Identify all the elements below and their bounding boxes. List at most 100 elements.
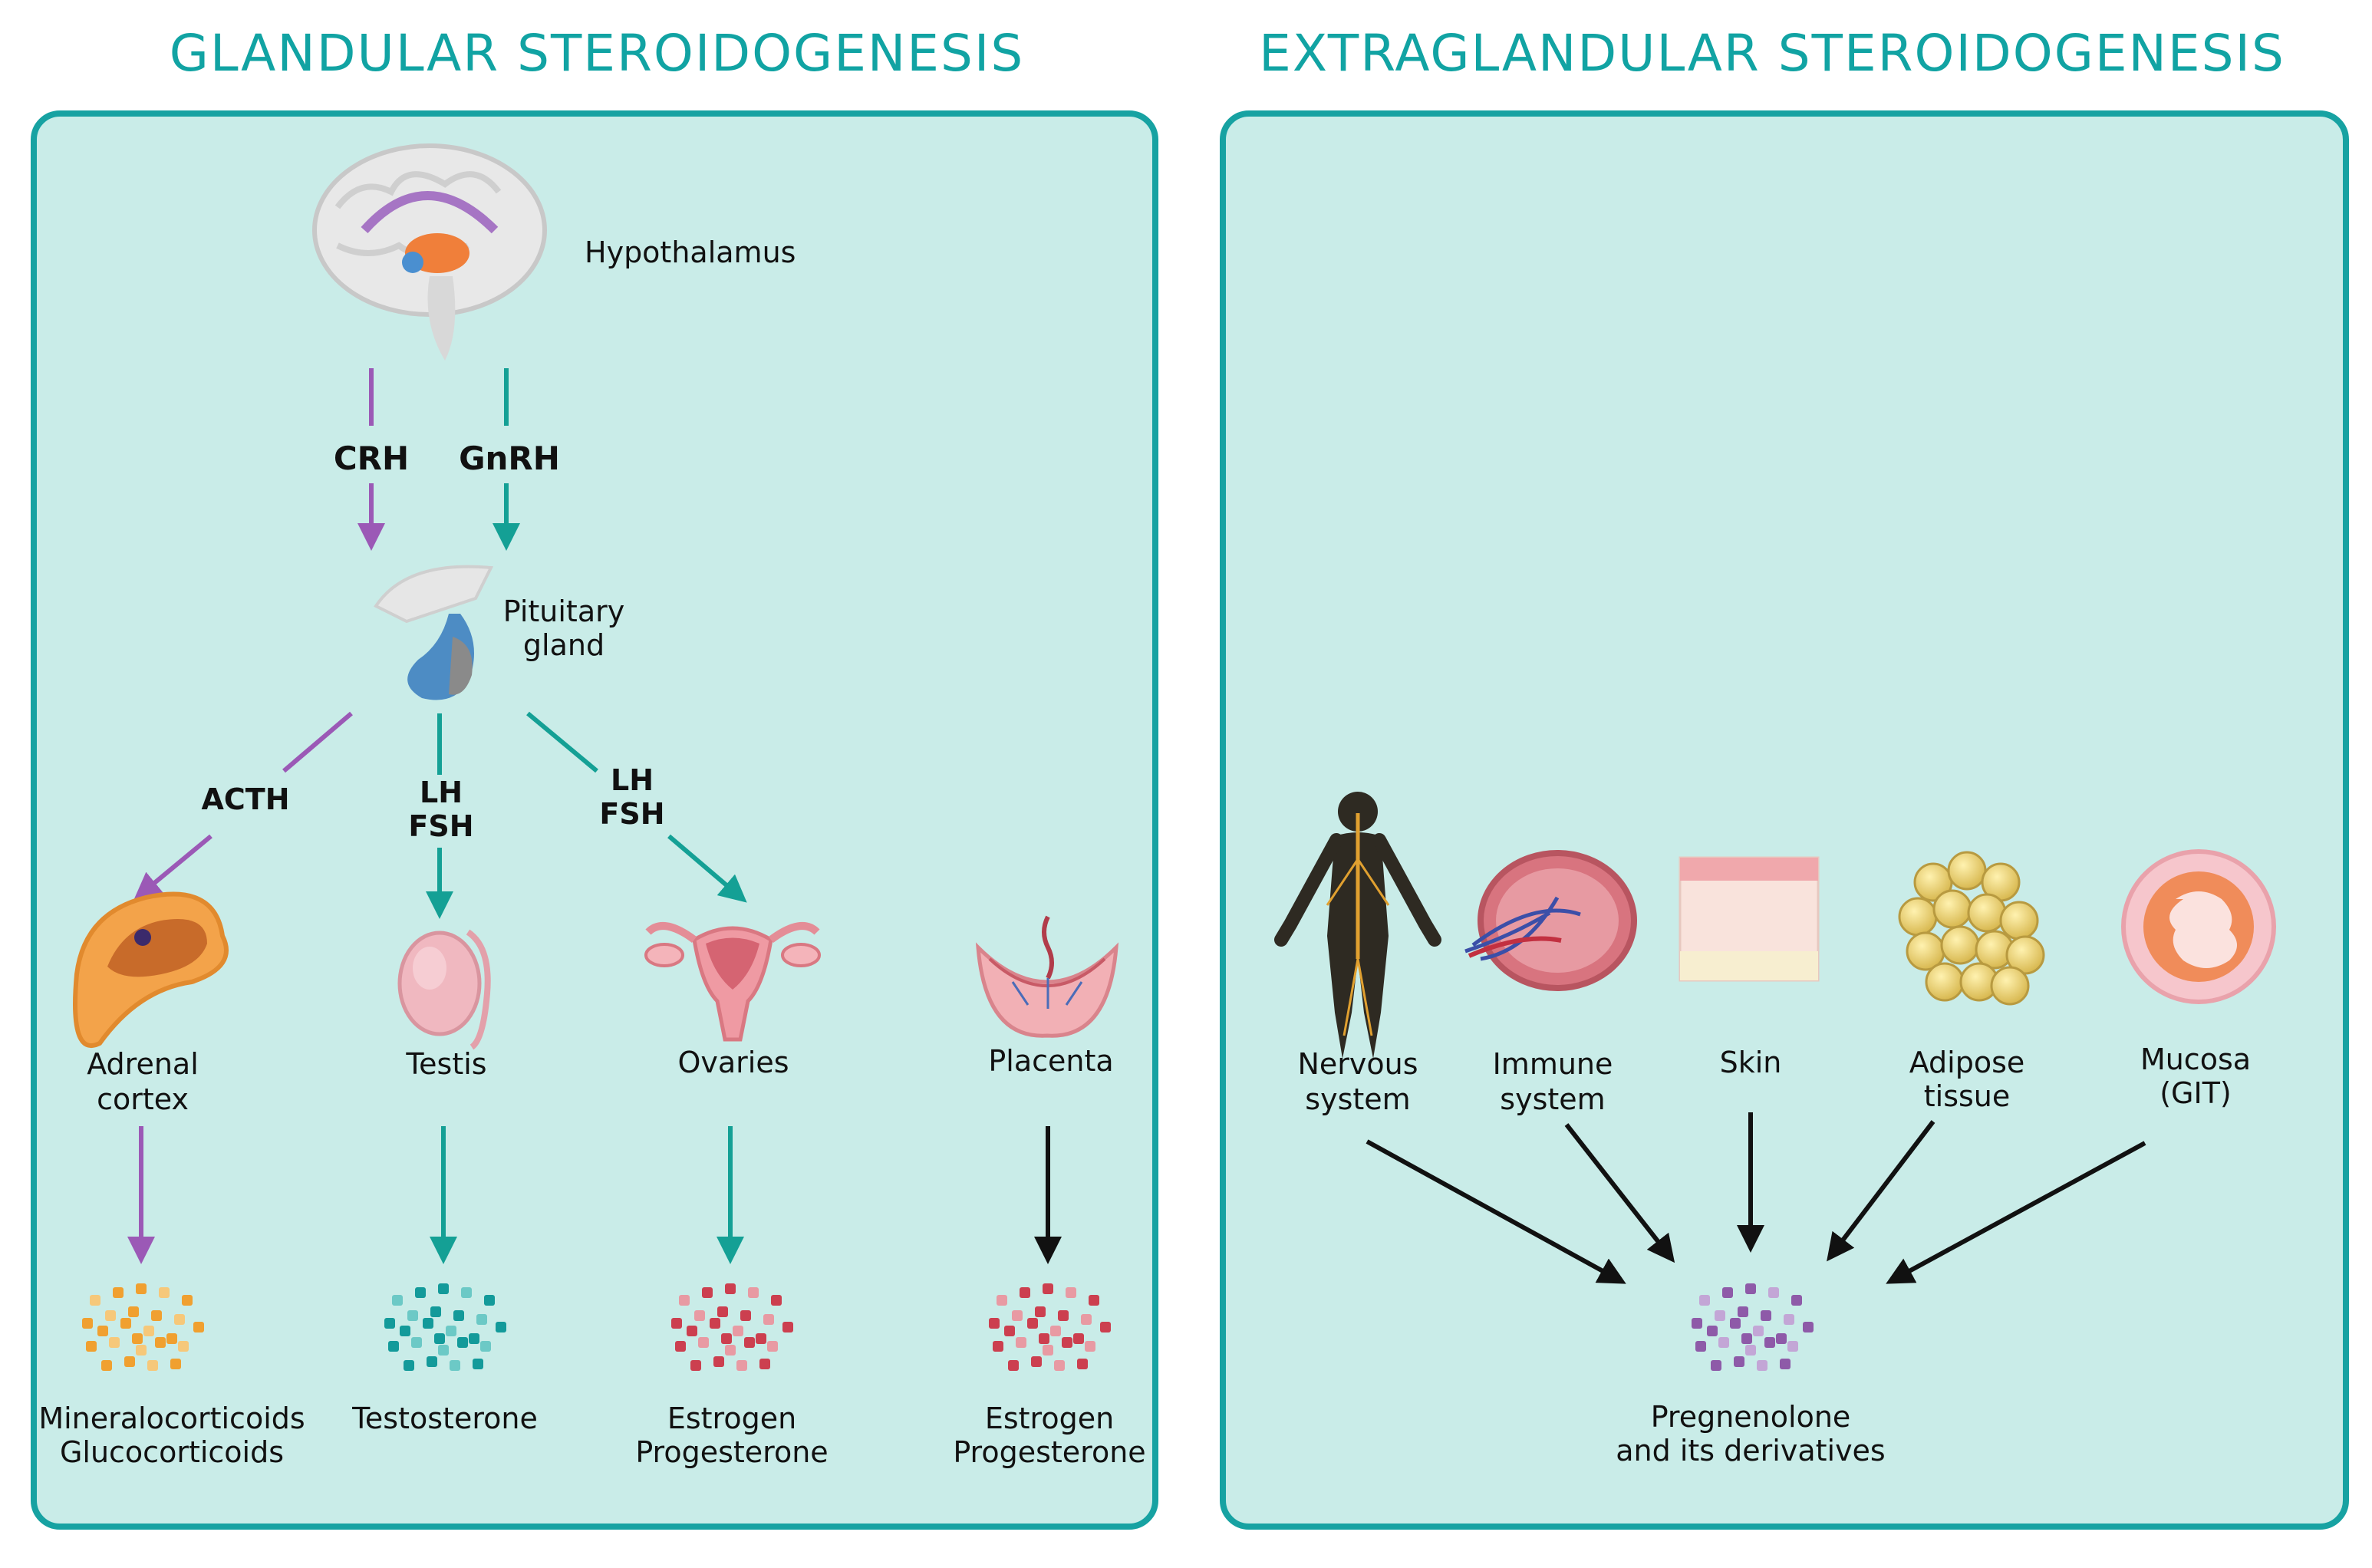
molecule-dot bbox=[993, 1341, 1003, 1352]
molecule-dot bbox=[1016, 1337, 1026, 1348]
molecule-dot bbox=[446, 1326, 456, 1336]
testis-fsh-label: FSH bbox=[408, 809, 473, 843]
molecule-dot bbox=[388, 1341, 399, 1352]
molecule-dot bbox=[453, 1310, 464, 1321]
molecule-dot bbox=[1100, 1322, 1111, 1332]
molecule-dot bbox=[1780, 1359, 1791, 1369]
molecule-dot bbox=[782, 1322, 793, 1332]
molecule-dot bbox=[82, 1318, 93, 1329]
molecule-dot bbox=[411, 1337, 422, 1348]
placenta-product-2: Progesterone bbox=[953, 1435, 1145, 1469]
molecule-dot bbox=[1073, 1333, 1084, 1344]
ovaries-product-2: Progesterone bbox=[635, 1435, 828, 1469]
molecule-dot bbox=[392, 1295, 403, 1306]
molecule-dot bbox=[1764, 1337, 1775, 1348]
molecule-dot bbox=[400, 1326, 410, 1336]
molecule-dot bbox=[480, 1341, 491, 1352]
adipose-arrow bbox=[1827, 1120, 1935, 1262]
uterus-ovaries-icon bbox=[644, 922, 821, 1042]
molecule-dot bbox=[404, 1360, 414, 1371]
molecule-dot bbox=[182, 1295, 193, 1306]
molecule-dot bbox=[698, 1337, 709, 1348]
molecule-dot bbox=[1784, 1314, 1794, 1325]
molecule-dot bbox=[113, 1287, 124, 1298]
adrenal-product-1: Mineralocorticoids bbox=[38, 1402, 305, 1435]
molecule-dot bbox=[427, 1356, 437, 1367]
molecule-dot bbox=[679, 1295, 690, 1306]
estrogen-placenta-molecules-icon bbox=[989, 1283, 1111, 1371]
testis-product: Testosterone bbox=[351, 1402, 538, 1435]
molecule-dot bbox=[759, 1359, 770, 1369]
molecule-dot bbox=[1066, 1287, 1076, 1298]
molecule-dot bbox=[1085, 1341, 1095, 1352]
molecule-dot bbox=[756, 1333, 766, 1344]
testis-lh-label: LH bbox=[420, 776, 463, 809]
molecule-dot bbox=[717, 1306, 728, 1317]
acth-arrow bbox=[133, 834, 212, 901]
adrenal-product-2: Glucocorticoids bbox=[60, 1435, 284, 1469]
glandular-panel bbox=[31, 110, 1158, 1530]
molecule-dot bbox=[1768, 1287, 1779, 1298]
ovary-lhfsh-arrow bbox=[667, 834, 747, 903]
left-title: GLANDULAR STEROIDOGENESIS bbox=[170, 24, 1024, 83]
molecule-dot bbox=[1791, 1295, 1802, 1306]
fat-cell bbox=[1940, 925, 1980, 965]
pituitary-gland-icon bbox=[374, 565, 494, 700]
nervous-label-2: system bbox=[1305, 1082, 1410, 1116]
gnrh-label: GnRH bbox=[459, 440, 560, 477]
placenta-icon bbox=[975, 915, 1119, 1038]
molecule-dot bbox=[1738, 1306, 1748, 1317]
fat-cell bbox=[1999, 901, 2039, 940]
testis-label: Testis bbox=[405, 1047, 486, 1081]
molecule-dot bbox=[740, 1310, 751, 1321]
molecule-dot bbox=[496, 1322, 506, 1332]
molecule-dot bbox=[120, 1318, 131, 1329]
molecule-dot bbox=[1031, 1356, 1042, 1367]
molecule-dot bbox=[124, 1356, 135, 1367]
molecule-dot bbox=[1050, 1326, 1061, 1336]
acth-label: ACTH bbox=[201, 782, 289, 816]
molecule-dot bbox=[989, 1318, 1000, 1329]
extraglandular-panel bbox=[1220, 110, 2349, 1530]
molecule-dot bbox=[469, 1333, 479, 1344]
skin-label: Skin bbox=[1720, 1046, 1782, 1079]
ovary-lh-label: LH bbox=[611, 763, 654, 797]
testosterone-molecules-icon bbox=[384, 1283, 506, 1371]
molecule-dot bbox=[97, 1326, 108, 1336]
molecule-dot bbox=[476, 1314, 487, 1325]
molecule-dot bbox=[687, 1326, 697, 1336]
molecule-dot bbox=[1730, 1318, 1741, 1329]
estrogen-ovary-molecules-icon bbox=[671, 1283, 793, 1371]
fat-cell bbox=[1898, 897, 1938, 937]
fat-cells-icon bbox=[1898, 851, 2045, 1006]
molecule-dot bbox=[1054, 1360, 1065, 1371]
molecule-dot bbox=[457, 1337, 468, 1348]
molecule-dot bbox=[694, 1310, 705, 1321]
molecule-dot bbox=[763, 1314, 774, 1325]
molecule-dot bbox=[1077, 1359, 1088, 1369]
molecule-dot bbox=[147, 1360, 158, 1371]
right-title: EXTRAGLANDULAR STEROIDOGENESIS bbox=[1259, 24, 2285, 83]
molecule-dot bbox=[132, 1333, 143, 1344]
ovary-fsh-label: FSH bbox=[599, 797, 664, 831]
molecule-dot bbox=[434, 1333, 445, 1344]
adipose-label-2: tissue bbox=[1924, 1079, 2011, 1113]
molecule-dot bbox=[1699, 1295, 1710, 1306]
molecule-dot bbox=[702, 1287, 713, 1298]
pregnenolone-molecules-icon bbox=[1692, 1283, 1814, 1371]
molecule-dot bbox=[1722, 1287, 1733, 1298]
immune-arrow bbox=[1564, 1123, 1675, 1263]
molecule-dot bbox=[748, 1287, 759, 1298]
molecule-dot bbox=[1012, 1310, 1023, 1321]
molecule-dot bbox=[713, 1356, 724, 1367]
molecule-dot bbox=[174, 1314, 185, 1325]
molecule-dot bbox=[136, 1283, 147, 1294]
molecule-dot bbox=[1803, 1322, 1814, 1332]
molecule-dot bbox=[725, 1283, 736, 1294]
molecule-dot bbox=[1081, 1314, 1092, 1325]
fat-cell bbox=[1967, 893, 2007, 933]
molecule-dot bbox=[1058, 1310, 1069, 1321]
molecule-dot bbox=[1089, 1295, 1099, 1306]
fat-cell bbox=[1990, 966, 2030, 1006]
